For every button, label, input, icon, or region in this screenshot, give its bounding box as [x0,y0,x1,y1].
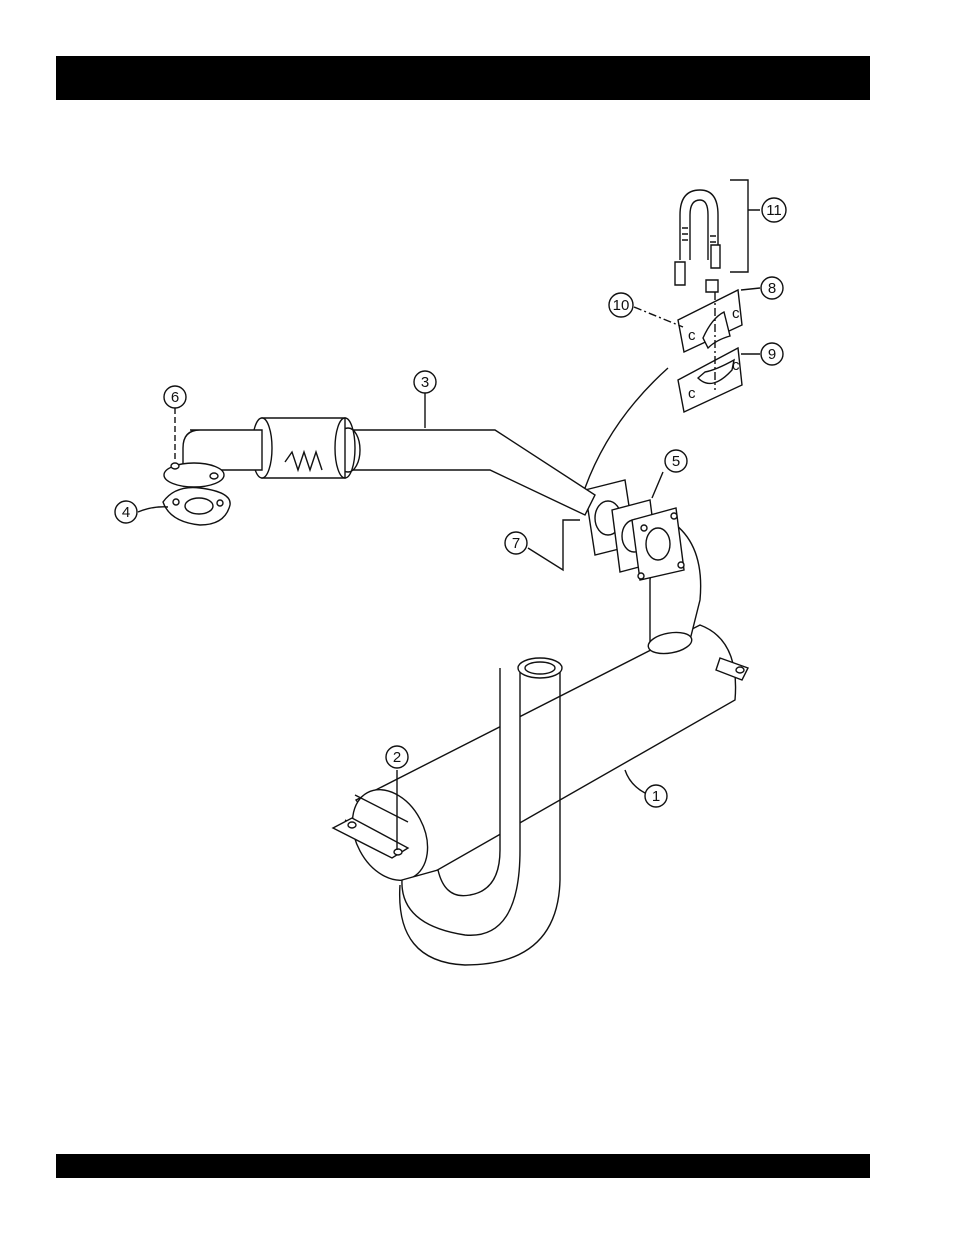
callout-11: 11 [762,198,786,222]
svg-text:7: 7 [512,535,520,552]
flange-gasket-set [585,480,684,580]
callout-7: 7 [505,532,527,554]
svg-text:c: c [688,327,696,344]
callout-2: 2 [386,746,408,768]
svg-text:c: c [688,385,696,402]
callout-3: 3 [414,371,436,393]
clamp-plate-upper: c c [678,290,742,352]
clamp-plate-lower: c c [678,348,742,412]
callout-10: 10 [609,293,633,317]
svg-text:3: 3 [421,374,429,391]
footer-text [56,1168,68,1184]
svg-text:c: c [732,305,740,322]
svg-text:5: 5 [672,453,680,470]
svg-text:9: 9 [768,346,776,363]
svg-text:10: 10 [613,297,630,314]
svg-text:c: c [732,357,740,374]
svg-text:1: 1 [652,788,660,805]
callout-1: 1 [645,785,667,807]
callout-5: 5 [665,450,687,472]
svg-text:6: 6 [171,389,179,406]
footer-bar [56,1154,870,1178]
callout-9: 9 [761,343,783,365]
svg-text:11: 11 [766,202,782,219]
callout-8: 8 [761,277,783,299]
svg-text:2: 2 [393,749,401,766]
callout-6: 6 [164,386,186,408]
callout-4: 4 [115,501,137,523]
svg-text:8: 8 [768,280,776,297]
u-bolt [675,190,720,292]
manifold-gasket [163,488,230,525]
svg-text:4: 4 [122,504,130,521]
